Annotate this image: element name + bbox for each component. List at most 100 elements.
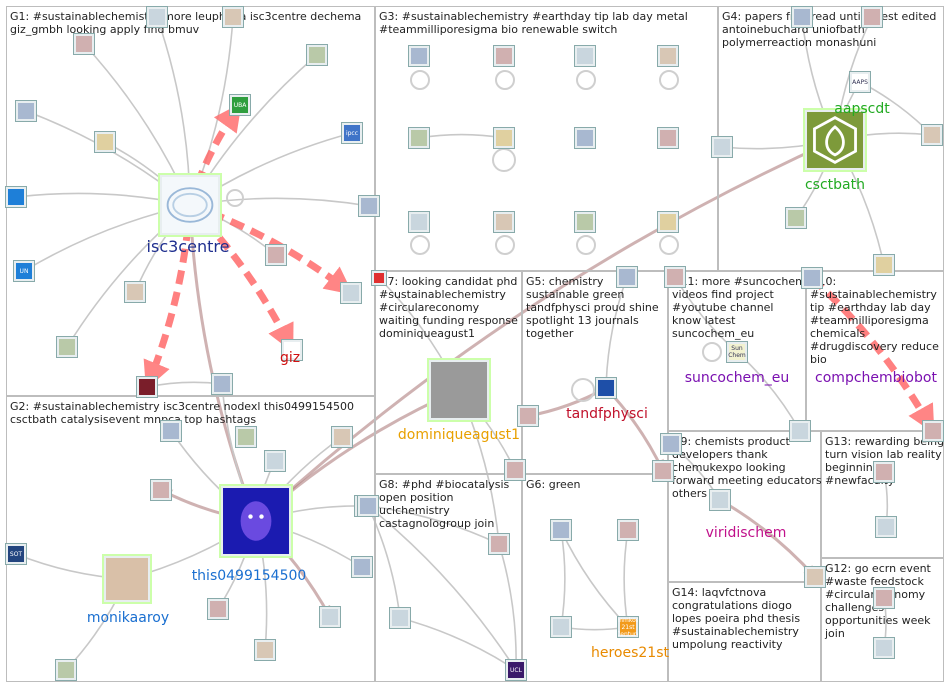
avatar-image	[8, 189, 24, 205]
node-g4b[interactable]	[861, 6, 883, 28]
node-g1k[interactable]	[56, 336, 78, 358]
node-g8d[interactable]: UCL	[505, 659, 527, 681]
node-g1f[interactable]	[94, 131, 116, 153]
node-g3c[interactable]	[574, 45, 596, 67]
node-suncochem_eu[interactable]: Sun Chem	[726, 341, 748, 363]
node-g4c[interactable]	[711, 136, 733, 158]
node-g1i[interactable]	[340, 282, 362, 304]
node-g1d[interactable]	[222, 6, 244, 28]
avatar-image	[223, 488, 289, 554]
node-g8c[interactable]	[389, 607, 411, 629]
node-giz_bottom[interactable]	[281, 339, 303, 361]
avatar-image	[878, 519, 894, 535]
avatar-image	[127, 284, 143, 300]
node-dominiqueagust1[interactable]	[427, 358, 491, 422]
node-g6c[interactable]	[550, 616, 572, 638]
avatar-image: mmkos 21st Century	[618, 617, 638, 637]
node-g1l[interactable]	[136, 376, 158, 398]
node-g3b[interactable]	[493, 45, 515, 67]
avatar-image	[343, 285, 359, 301]
node-g1c[interactable]	[146, 6, 168, 28]
node-isc3centre[interactable]	[158, 173, 222, 237]
node-g1e[interactable]	[306, 44, 328, 66]
node-g2c[interactable]	[264, 450, 286, 472]
node-g3a[interactable]	[408, 45, 430, 67]
node-g7a[interactable]	[371, 270, 387, 286]
node-compchembiobot[interactable]	[801, 267, 823, 289]
node-g3k[interactable]	[574, 211, 596, 233]
node-g2i[interactable]	[319, 606, 341, 628]
node-g3l[interactable]	[657, 211, 679, 233]
avatar-image	[925, 423, 941, 439]
avatar-image	[411, 48, 427, 64]
node-g4f[interactable]	[873, 254, 895, 276]
node-g2g[interactable]	[351, 556, 373, 578]
node-g1m[interactable]	[211, 373, 233, 395]
node-g2e[interactable]	[235, 426, 257, 448]
node-g5b[interactable]	[517, 405, 539, 427]
node-g9c[interactable]	[789, 420, 811, 442]
leaf-logo-icon	[813, 116, 857, 164]
node-tandfphysci[interactable]	[595, 377, 617, 399]
node-g3e[interactable]	[408, 127, 430, 149]
avatar-image	[553, 619, 569, 635]
avatar-image	[59, 339, 75, 355]
node-g2d[interactable]	[331, 426, 353, 448]
node-g5a[interactable]	[616, 266, 638, 288]
node-g1b[interactable]	[73, 33, 95, 55]
avatar-image: UBA	[232, 97, 248, 113]
node-g9b[interactable]	[652, 460, 674, 482]
node-g12a[interactable]	[873, 587, 895, 609]
node-g6b[interactable]	[617, 519, 639, 541]
node-g2a[interactable]	[160, 420, 182, 442]
node-heroes21st[interactable]: mmkos 21st Century	[617, 616, 639, 638]
node-unog[interactable]	[5, 186, 27, 208]
node-un[interactable]: UN	[13, 260, 35, 282]
avatar-image	[598, 380, 614, 396]
node-g11a[interactable]	[664, 266, 686, 288]
avatar-image	[284, 342, 300, 358]
avatar-image	[257, 642, 273, 658]
node-g3g[interactable]	[574, 127, 596, 149]
node-g7b[interactable]	[504, 459, 526, 481]
node-g3j[interactable]	[493, 211, 515, 233]
node-g6a[interactable]	[550, 519, 572, 541]
node-uba[interactable]: UBA	[229, 94, 251, 116]
node-g4d[interactable]	[921, 124, 943, 146]
node-g2b[interactable]	[150, 479, 172, 501]
group-box-g12: G12: go ecrn event #waste feedstock #cir…	[821, 558, 944, 682]
avatar-image	[496, 214, 512, 230]
node-g13b[interactable]	[875, 516, 897, 538]
node-g8a[interactable]	[357, 495, 379, 517]
node-monikaaroy[interactable]	[102, 554, 152, 604]
avatar-image	[76, 36, 92, 52]
node-sot[interactable]: SOT	[5, 543, 27, 565]
node-g4a[interactable]	[791, 6, 813, 28]
node-g8b[interactable]	[488, 533, 510, 555]
node-g3d[interactable]	[657, 45, 679, 67]
node-g2k[interactable]	[55, 659, 77, 681]
node-g12b[interactable]	[873, 637, 895, 659]
node-g1j[interactable]	[124, 281, 146, 303]
node-g1h[interactable]	[265, 244, 287, 266]
node-g10a[interactable]	[922, 420, 944, 442]
node-g2h[interactable]	[207, 598, 229, 620]
node-this0499154500[interactable]	[219, 484, 293, 558]
node-g4e[interactable]	[785, 207, 807, 229]
node-g1g[interactable]	[358, 195, 380, 217]
node-csctbath[interactable]	[803, 108, 867, 172]
node-g9a[interactable]	[660, 433, 682, 455]
node-ipcc[interactable]: ipcc	[341, 122, 363, 144]
group-box-g11: G11: more #suncochem videos find project…	[668, 271, 806, 431]
node-g9d[interactable]	[804, 566, 826, 588]
avatar-image	[619, 269, 635, 285]
node-aapscdt[interactable]: AAPS	[849, 71, 871, 93]
node-g1a[interactable]	[15, 100, 37, 122]
node-g3h[interactable]	[657, 127, 679, 149]
node-g3i[interactable]	[408, 211, 430, 233]
node-g3f[interactable]	[493, 127, 515, 149]
node-viridischem[interactable]	[709, 489, 731, 511]
node-g13a[interactable]	[873, 461, 895, 483]
node-g2j[interactable]	[254, 639, 276, 661]
avatar-image	[794, 9, 810, 25]
